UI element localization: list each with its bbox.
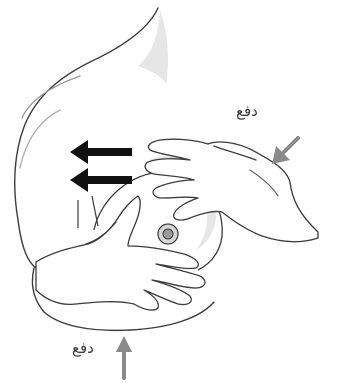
shoulder-shading — [138, 10, 168, 84]
black-arrow-bottom — [70, 168, 132, 192]
push-label-top: دفع — [236, 104, 258, 119]
black-arrows — [70, 140, 132, 192]
gray-arrow-diagonal — [272, 138, 298, 164]
black-arrow-top — [70, 140, 132, 164]
push-label-bottom: دفع — [72, 341, 94, 356]
sketch-lines — [78, 196, 98, 228]
gray-arrow-up — [116, 336, 132, 378]
nipple — [158, 224, 178, 244]
